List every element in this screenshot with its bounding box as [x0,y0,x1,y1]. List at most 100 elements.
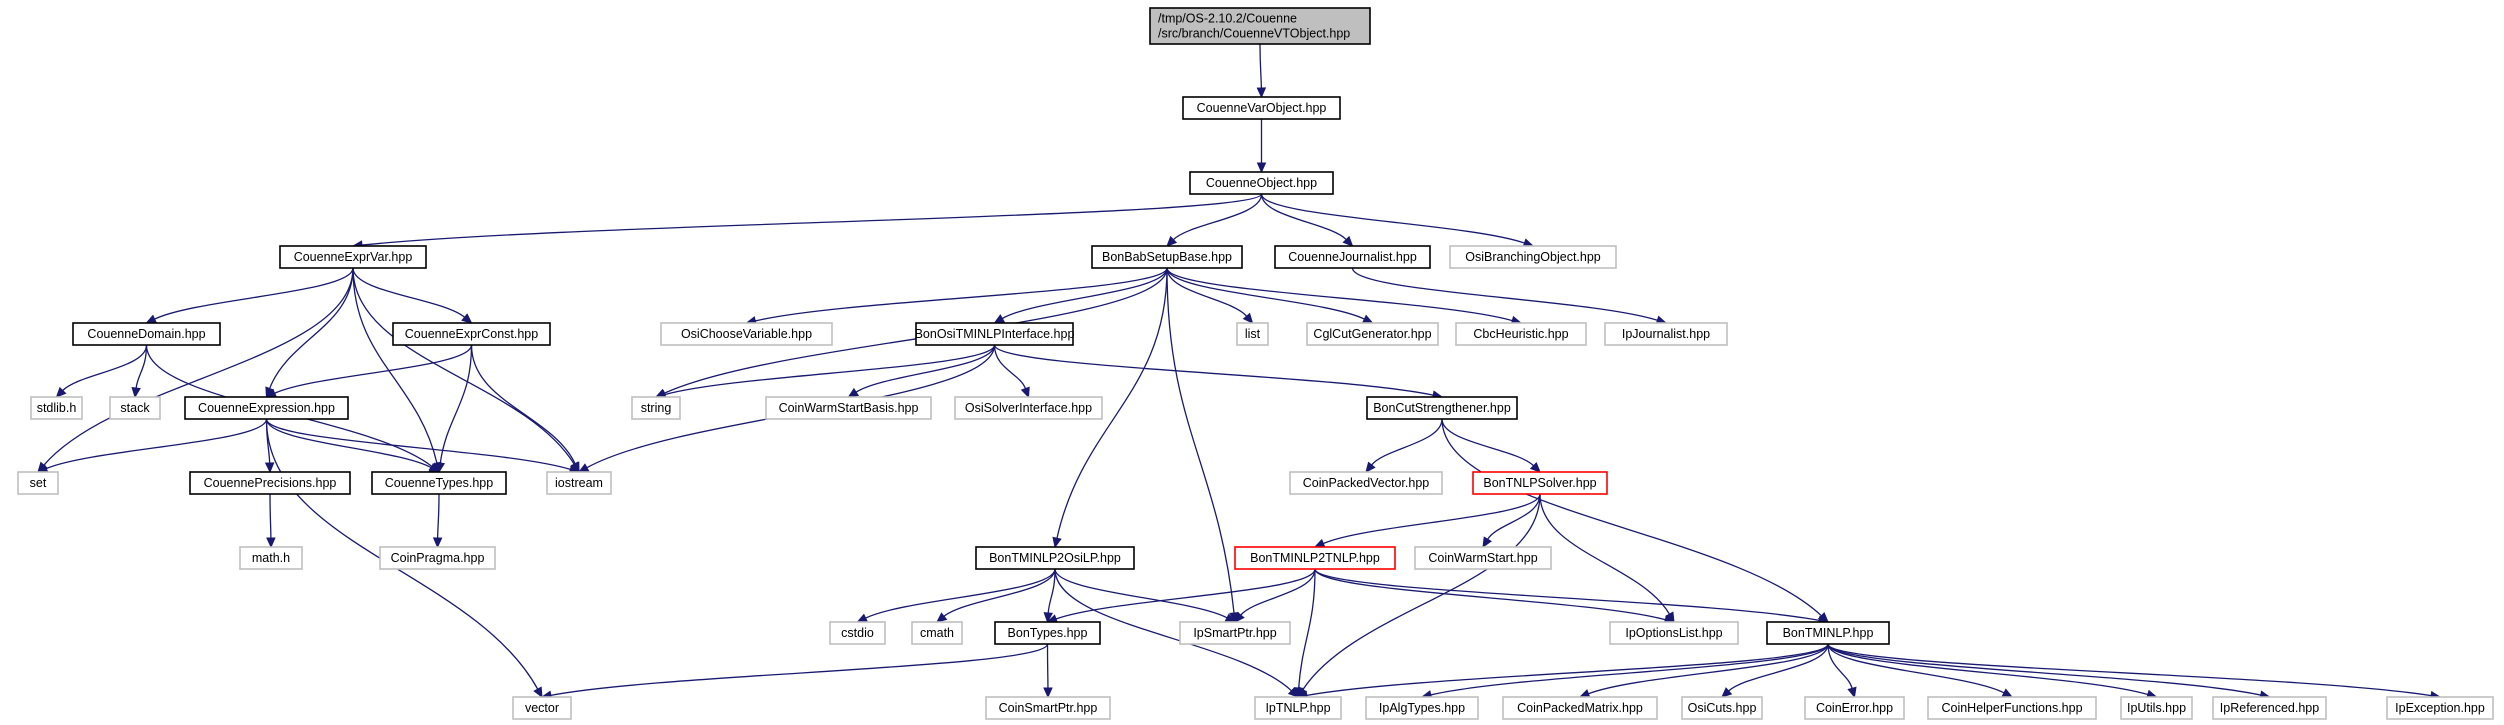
node-label: CouenneJournalist.hpp [1288,250,1417,264]
node-label: CoinPackedVector.hpp [1303,476,1430,490]
node-mathh[interactable]: math.h [239,546,303,570]
edge-arrowhead [435,461,446,474]
edge-arrowhead [1242,312,1254,324]
node-coinpragma[interactable]: CoinPragma.hpp [379,546,496,570]
node-coinwarmbasis[interactable]: CoinWarmStartBasis.hpp [765,396,932,420]
edge-line [1441,418,1822,617]
edge-line [265,418,539,690]
node-cmath[interactable]: cmath [911,621,963,645]
node-label: CouenneVarObject.hpp [1197,101,1327,115]
edge-line [1166,267,1235,614]
node-box [1681,696,1763,720]
node-osicuts[interactable]: OsiCuts.hpp [1681,696,1763,720]
node-label: OsiBranchingObject.hpp [1465,250,1601,264]
edge-arrowhead [1043,687,1053,699]
node-list[interactable]: list [1236,322,1269,346]
node-exprconst[interactable]: CouenneExprConst.hpp [392,322,551,346]
node-cbcheur[interactable]: CbcHeuristic.hpp [1455,322,1587,346]
dependency-edge-tminlp2tnlp-ipsmartptr [1234,568,1316,623]
dependency-edge-ositminlp-osisolver [993,344,1030,399]
node-coinsmartptr[interactable]: CoinSmartPtr.hpp [985,696,1111,720]
edge-arrowhead [1529,461,1541,473]
node-osibranching[interactable]: OsiBranchingObject.hpp [1449,245,1617,269]
dependency-edge-exprvar-exprconst [352,267,473,324]
node-box [765,396,932,420]
dependency-edge-tminlp-ipalgtypes [1420,643,1829,700]
node-box [371,471,507,495]
edge-arrowhead [993,314,1006,324]
node-journalist[interactable]: CouenneJournalist.hpp [1274,245,1431,269]
node-coinpackedvec[interactable]: CoinPackedVector.hpp [1289,471,1443,495]
edge-line [1441,418,1535,467]
node-iputils[interactable]: IpUtils.hpp [2120,696,2193,720]
node-box [184,396,349,420]
edge-arrowhead [1482,536,1492,549]
node-box [1804,696,1905,720]
node-string[interactable]: string [631,396,681,420]
node-tnlpsolver[interactable]: BonTNLPSolver.hpp [1472,471,1608,495]
edge-arrowhead [1361,314,1374,324]
edge-line [1306,643,1829,697]
node-label: CoinPackedMatrix.hpp [1517,701,1643,715]
edge-line [352,267,438,464]
node-box [1366,396,1518,420]
node-vector[interactable]: vector [512,696,572,720]
node-label: BonTMINLP.hpp [1783,626,1874,640]
node-tminlp[interactable]: BonTMINLP.hpp [1766,621,1890,645]
node-varobject[interactable]: CouenneVarObject.hpp [1182,96,1341,120]
node-box [512,696,572,720]
node-label: BonTNLPSolver.hpp [1483,476,1596,490]
node-box [109,396,161,420]
node-cstdio[interactable]: cstdio [829,621,886,645]
edge-line [1054,568,1292,692]
node-ositminlp[interactable]: BonOsiTMINLPInterface.hpp [915,322,1075,346]
node-expression[interactable]: CouenneExpression.hpp [184,396,349,420]
node-set[interactable]: set [17,471,59,495]
node-osichoose[interactable]: OsiChooseVariable.hpp [660,322,833,346]
node-coinhelper[interactable]: CoinHelperFunctions.hpp [1927,696,2097,720]
node-stdlib[interactable]: stdlib.h [30,396,83,420]
node-cglcut[interactable]: CglCutGenerator.hpp [1306,322,1439,346]
node-ipexception[interactable]: IpException.hpp [2386,696,2494,720]
node-label: OsiSolverInterface.hpp [965,401,1092,415]
node-ipreferenced[interactable]: IpReferenced.hpp [2212,696,2327,720]
node-layer: /tmp/OS-2.10.2/Couenne/src/branch/Couenn… [17,7,2494,720]
node-exprvar[interactable]: CouenneExprVar.hpp [279,245,427,269]
node-precisions[interactable]: CouennePrecisions.hpp [189,471,351,495]
node-ipoptionslist[interactable]: IpOptionsList.hpp [1609,621,1739,645]
node-coinpackedmatrix[interactable]: CoinPackedMatrix.hpp [1502,696,1658,720]
node-bontypes[interactable]: BonTypes.hpp [994,621,1101,645]
node-stack[interactable]: stack [109,396,161,420]
edge-arrowhead [1287,687,1299,698]
node-box [954,396,1103,420]
node-box [30,396,83,420]
node-iptnlp[interactable]: IpTNLP.hpp [1254,696,1342,720]
edge-arrowhead [266,537,276,549]
node-babsetup[interactable]: BonBabSetupBase.hpp [1091,245,1243,269]
edge-arrowhead [1052,536,1062,549]
node-label: BonTMINLP2OsiLP.hpp [989,551,1121,565]
node-ipalgtypes[interactable]: IpAlgTypes.hpp [1365,696,1479,720]
node-domain[interactable]: CouenneDomain.hpp [72,322,221,346]
dependency-edge-journalist-ipjournalist [1351,267,1668,325]
node-osisolver[interactable]: OsiSolverInterface.hpp [954,396,1103,420]
node-coinwarmstart[interactable]: CoinWarmStart.hpp [1414,546,1552,570]
node-tminlp2tnlp[interactable]: BonTMINLP2TNLP.hpp [1234,546,1396,570]
edge-line [1166,267,1248,317]
dependency-edge-babsetup-tminlp2osilp [1052,267,1168,549]
dependency-edge-tminlp-iputils [1827,643,2158,699]
node-box [546,471,612,495]
node-ipsmartptr[interactable]: IpSmartPtr.hpp [1179,621,1291,645]
node-tminlp2osilp[interactable]: BonTMINLP2OsiLP.hpp [975,546,1135,570]
edge-line [361,193,1263,246]
node-root: /tmp/OS-2.10.2/Couenne/src/branch/Couenn… [1149,7,1371,45]
node-iostream[interactable]: iostream [546,471,612,495]
dependency-edge-babsetup-osichoose [745,267,1168,326]
node-cutstr[interactable]: BonCutStrengthener.hpp [1366,396,1518,420]
node-box [994,621,1101,645]
node-object[interactable]: CouenneObject.hpp [1189,171,1334,195]
node-ipjournalist[interactable]: IpJournalist.hpp [1604,322,1728,346]
node-types[interactable]: CouenneTypes.hpp [371,471,507,495]
node-coinerror[interactable]: CoinError.hpp [1804,696,1905,720]
edge-line [1314,568,1666,621]
